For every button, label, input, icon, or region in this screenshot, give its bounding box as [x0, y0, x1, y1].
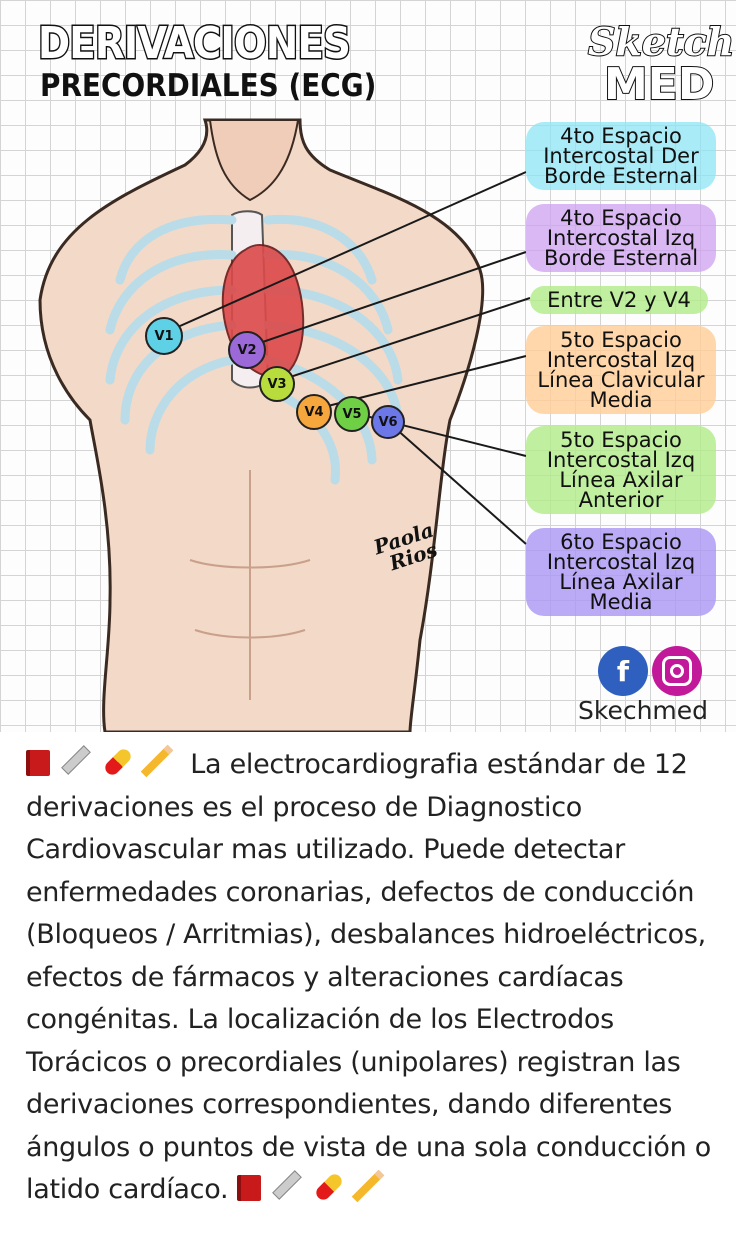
- post-caption: La electrocardiografia estándar de 12 de…: [26, 744, 726, 1212]
- abdomen: [189, 470, 311, 700]
- torso-illustration: [38, 118, 531, 732]
- leader-line-v3: [274, 297, 531, 383]
- electrode-v2: V2: [228, 331, 266, 369]
- ecg-infographic: DERIVACIONES PRECORDIALES (ECG) Sketch M…: [0, 0, 736, 732]
- leader-lines: [161, 171, 531, 545]
- logo-med: MED: [603, 59, 715, 110]
- logo-sketch: Sketch: [587, 19, 735, 64]
- electrode-v4: V4: [296, 394, 332, 430]
- leader-line-v2: [244, 251, 527, 349]
- book-icon: [236, 1175, 261, 1201]
- facebook-icon[interactable]: f: [598, 646, 648, 696]
- electrode-v5: V5: [334, 396, 370, 432]
- book-icon: [26, 750, 50, 776]
- caption-text: La electrocardiografia estándar de 12 de…: [26, 749, 711, 1205]
- pill-icon: [102, 746, 134, 778]
- title-derivaciones: DERIVACIONES: [37, 18, 353, 69]
- electrode-v6: V6: [371, 405, 405, 439]
- pill-icon: [312, 1171, 345, 1203]
- syringe-icon: [271, 1170, 302, 1200]
- neck: [208, 119, 300, 202]
- torso-outline: [38, 118, 485, 732]
- brand-name: Skechmed: [578, 696, 709, 725]
- leader-line-v6: [385, 419, 527, 545]
- pencil-icon: [351, 1169, 384, 1203]
- title-precordiales: PRECORDIALES (ECG): [40, 68, 377, 104]
- electrode-v1: V1: [145, 317, 183, 355]
- electrode-v3: V3: [259, 366, 295, 402]
- instagram-icon[interactable]: [652, 646, 702, 696]
- label-v3: Entre V2 y V4: [530, 286, 708, 314]
- leader-line-v1: [161, 171, 527, 335]
- pencil-icon: [140, 744, 174, 778]
- syringe-icon: [61, 745, 91, 775]
- ribs-right: [105, 214, 237, 455]
